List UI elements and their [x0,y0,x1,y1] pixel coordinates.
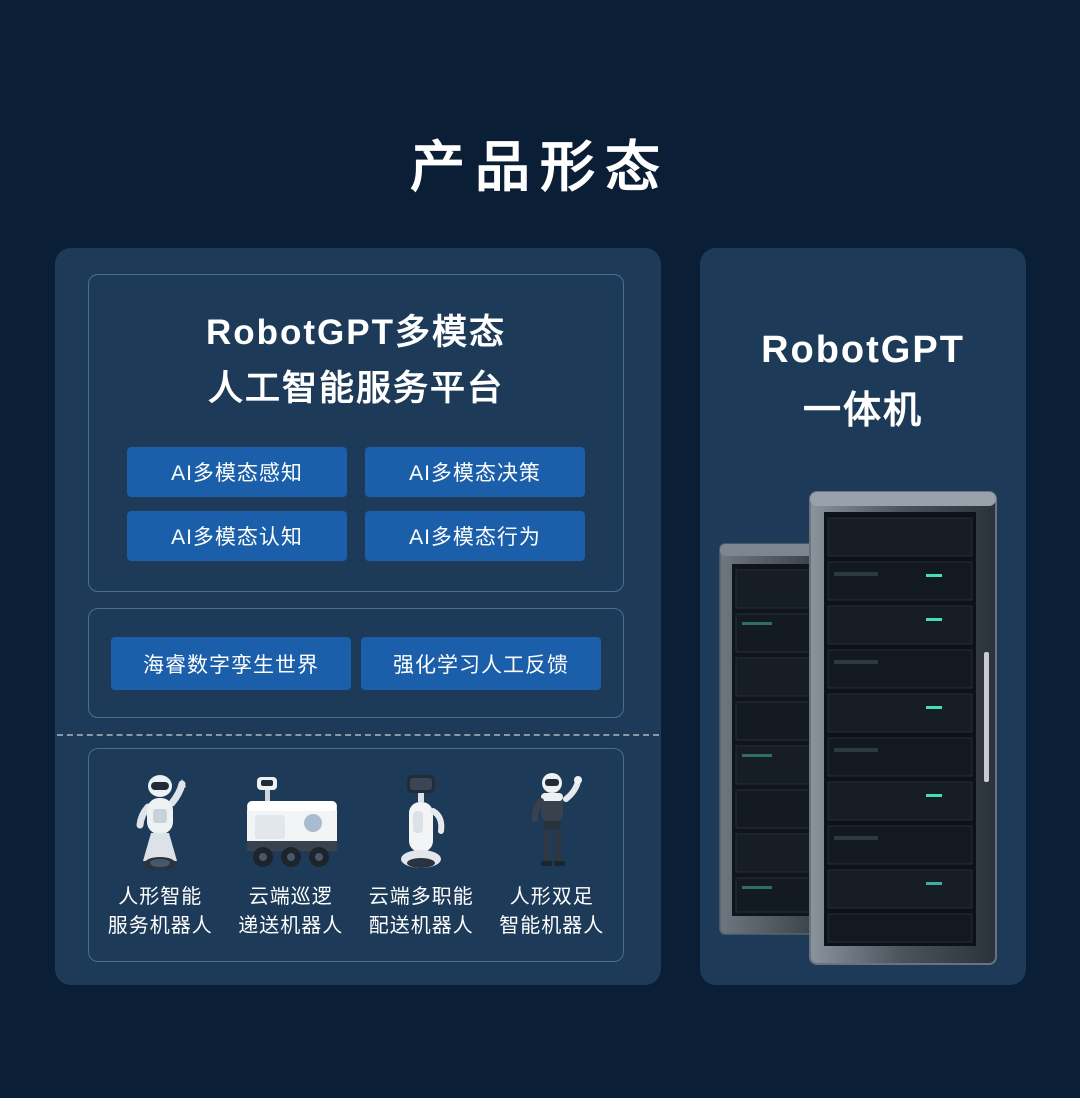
robot-row: 人形智能 服务机器人 [95,765,617,941]
bipedal-humanoid-robot-image [488,765,616,875]
platform-title: RobotGPT多模态 人工智能服务平台 [89,305,623,417]
multifunction-delivery-robot-image [357,765,485,875]
dashed-divider [57,734,659,736]
robot-caption: 云端多职能 配送机器人 [368,886,474,937]
appliance-panel: RobotGPT 一体机 [700,248,1026,985]
platform-card: RobotGPT多模态 人工智能服务平台 AI多模态感知 AI多模态决策 AI多… [88,274,624,592]
appliance-title-line2: 一体机 [802,389,923,432]
appliance-title-line1: RobotGPT [761,329,965,371]
platform-title-line1: RobotGPT多模态 [205,313,507,352]
robots-card: 人形智能 服务机器人 [88,748,624,962]
server-rack-image [712,452,1014,967]
front-cabinet [809,491,997,965]
robot-item-bipedal-humanoid: 人形双足 智能机器人 [488,765,616,941]
digital-twin-button: 海睿数字孪生世界 [111,637,351,690]
page-title: 产品形态 [409,136,670,198]
capability-decision-button: AI多模态决策 [365,447,585,497]
platform-panel: RobotGPT多模态 人工智能服务平台 AI多模态感知 AI多模态决策 AI多… [55,248,661,985]
capability-grid: AI多模态感知 AI多模态决策 AI多模态认知 AI多模态行为 [127,447,585,561]
robot-caption: 人形双足 智能机器人 [499,886,605,937]
capability-behavior-button: AI多模态行为 [365,511,585,561]
humanoid-service-robot-image [96,765,224,875]
robot-caption: 云端巡逻 递送机器人 [238,886,344,937]
bottom-strip [0,1098,1080,1106]
capability-cognition-button: AI多模态认知 [127,511,347,561]
patrol-delivery-robot-image [227,765,355,875]
platform-title-line2: 人工智能服务平台 [207,369,504,408]
robot-item-multifunction-delivery: 云端多职能 配送机器人 [357,765,485,941]
robot-item-patrol-delivery: 云端巡逻 递送机器人 [227,765,355,941]
robot-caption: 人形智能 服务机器人 [107,886,213,937]
robot-item-humanoid-service: 人形智能 服务机器人 [96,765,224,941]
appliance-title: RobotGPT 一体机 [700,248,1026,442]
rlhf-button: 强化学习人工反馈 [361,637,601,690]
tech-row: 海睿数字孪生世界 强化学习人工反馈 [111,637,601,690]
tech-card: 海睿数字孪生世界 强化学习人工反馈 [88,608,624,718]
capability-perception-button: AI多模态感知 [127,447,347,497]
